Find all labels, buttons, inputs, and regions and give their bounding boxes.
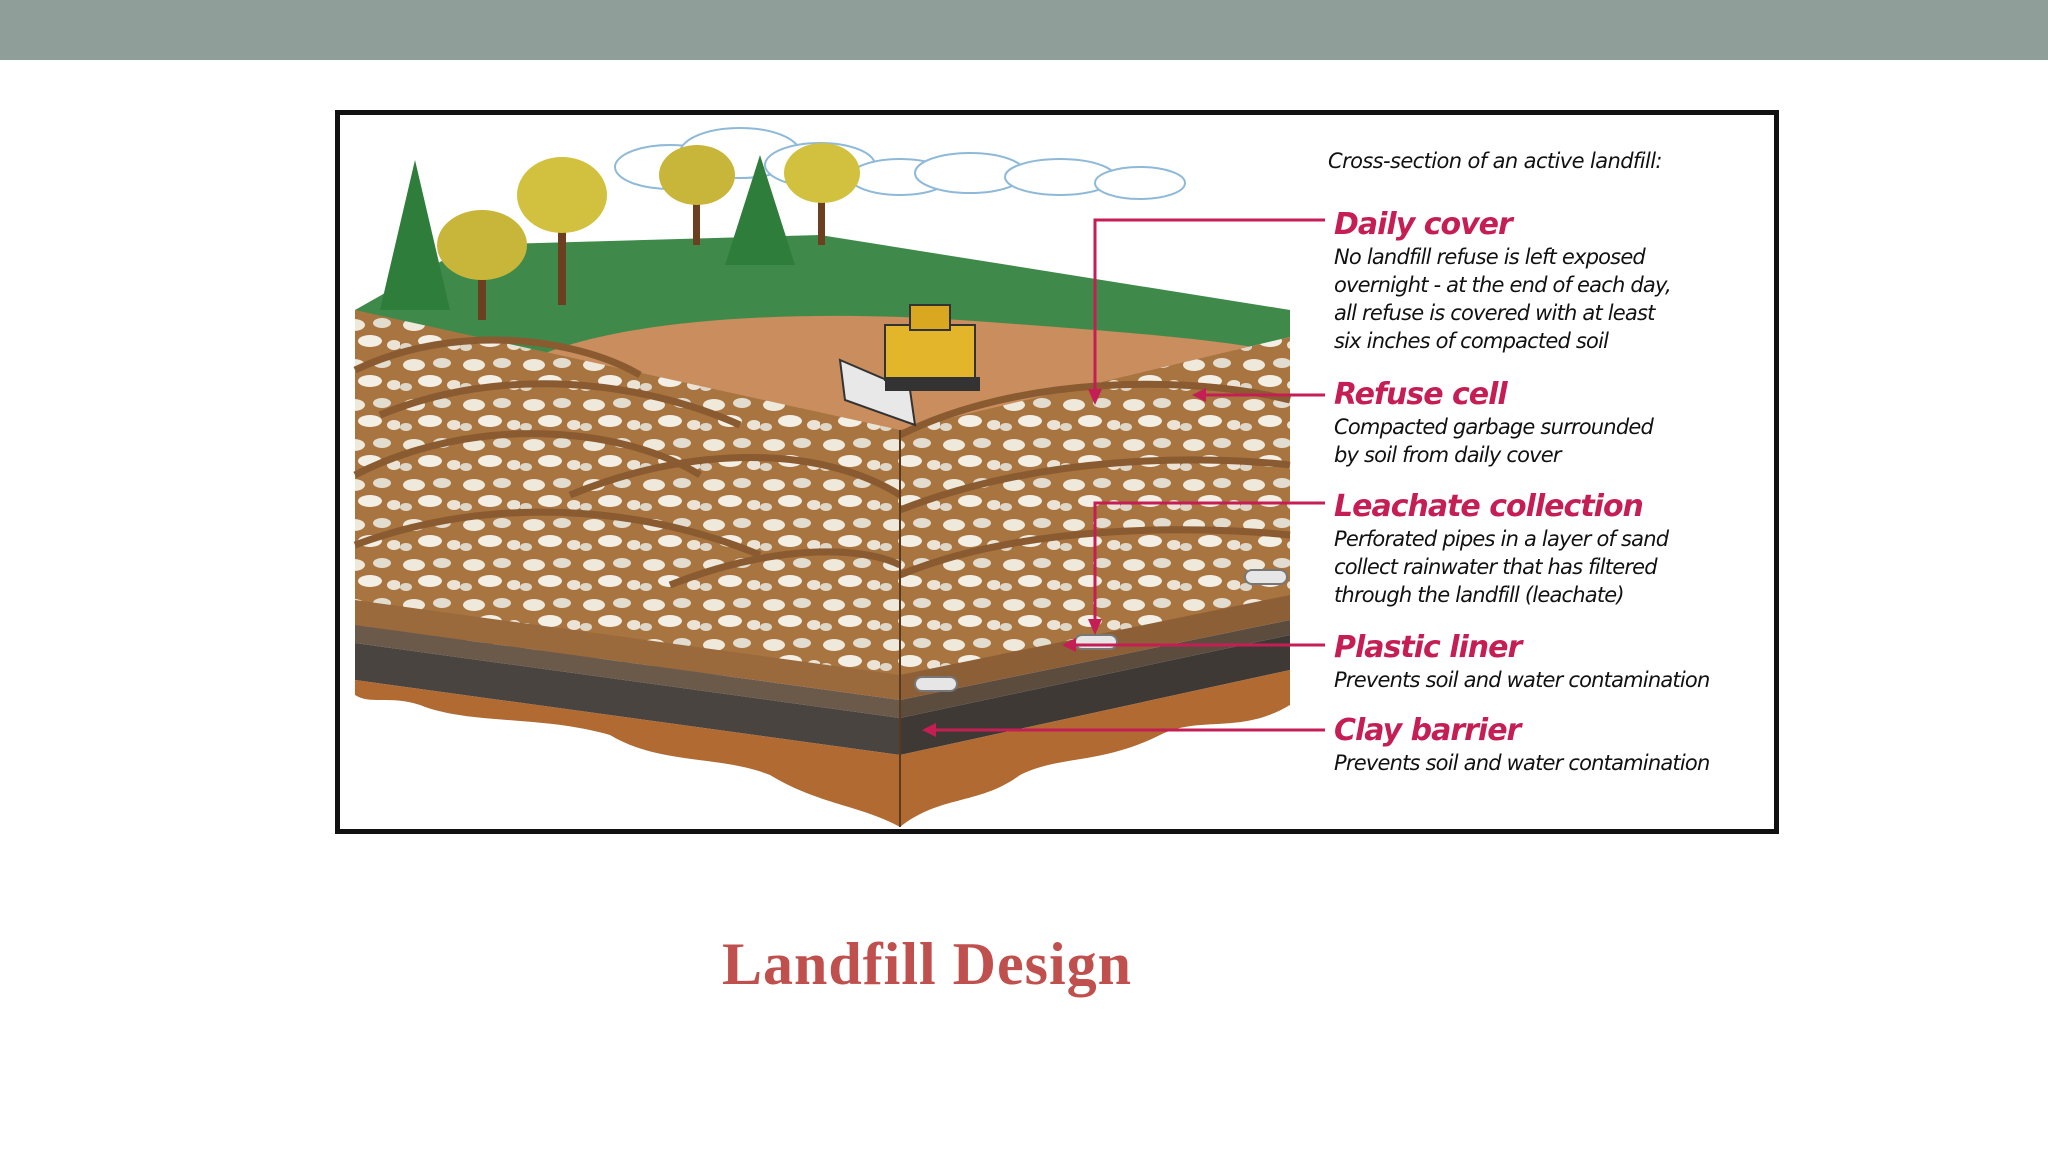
- layer-description-line: Perforated pipes in a layer of sand: [1334, 527, 1669, 551]
- layer-title-leachate-collection: Leachate collection: [1334, 489, 1644, 524]
- layer-title-daily-cover: Daily cover: [1334, 207, 1513, 242]
- layer-description-line: through the landfill (leachate): [1334, 583, 1625, 607]
- layer-title-plastic-liner: Plastic liner: [1334, 630, 1522, 665]
- layer-description-line: collect rainwater that has filtered: [1334, 555, 1658, 579]
- leachate-sand-layer: [355, 600, 900, 700]
- refuse-cell-left-face: [355, 310, 900, 695]
- top-accent-bar: [0, 0, 2048, 60]
- clay-barrier-layer: [355, 643, 900, 755]
- layer-title-clay-barrier: Clay barrier: [1334, 713, 1521, 748]
- layer-description-line: Prevents soil and water contamination: [1334, 668, 1710, 692]
- layer-description-line: Prevents soil and water contamination: [1334, 751, 1710, 775]
- layer-description-line: No landfill refuse is left exposed: [1334, 245, 1646, 269]
- bulldozer-icon: [838, 304, 980, 427]
- clay-barrier-layer-right: [900, 635, 1290, 755]
- base-soil: [355, 670, 1290, 827]
- label-leachate-collection: Leachate collection Perforated pipes in …: [1334, 489, 1669, 609]
- layer-title-refuse-cell: Refuse cell: [1334, 377, 1508, 412]
- layer-description-line: by soil from daily cover: [1334, 443, 1562, 467]
- plastic-liner-layer: [355, 625, 900, 718]
- landfill-diagram: Cross-section of an active landfill: Dai…: [335, 110, 1779, 834]
- layer-description-line: overnight - at the end of each day,: [1334, 273, 1672, 297]
- callout-leader-lines: [930, 218, 1325, 732]
- label-daily-cover: Daily cover No landfill refuse is left e…: [1334, 207, 1672, 355]
- diagram-heading: Cross-section of an active landfill:: [1328, 149, 1663, 173]
- layer-description-line: all refuse is covered with at least: [1334, 301, 1655, 325]
- label-plastic-liner: Plastic liner Prevents soil and water co…: [1334, 630, 1710, 694]
- daily-cover-arcs: [353, 336, 1291, 589]
- landfill-cross-section-illustration: [353, 127, 1325, 827]
- layer-description-line: six inches of compacted soil: [1334, 329, 1609, 353]
- callout-arrowheads: [922, 388, 1206, 737]
- tree-icon: [380, 143, 860, 320]
- slide-title: Landfill Design: [721, 931, 1133, 997]
- label-refuse-cell: Refuse cell Compacted garbage surrounded…: [1334, 377, 1654, 469]
- label-clay-barrier: Clay barrier Prevents soil and water con…: [1334, 713, 1710, 777]
- layer-description-line: Compacted garbage surrounded: [1334, 415, 1654, 439]
